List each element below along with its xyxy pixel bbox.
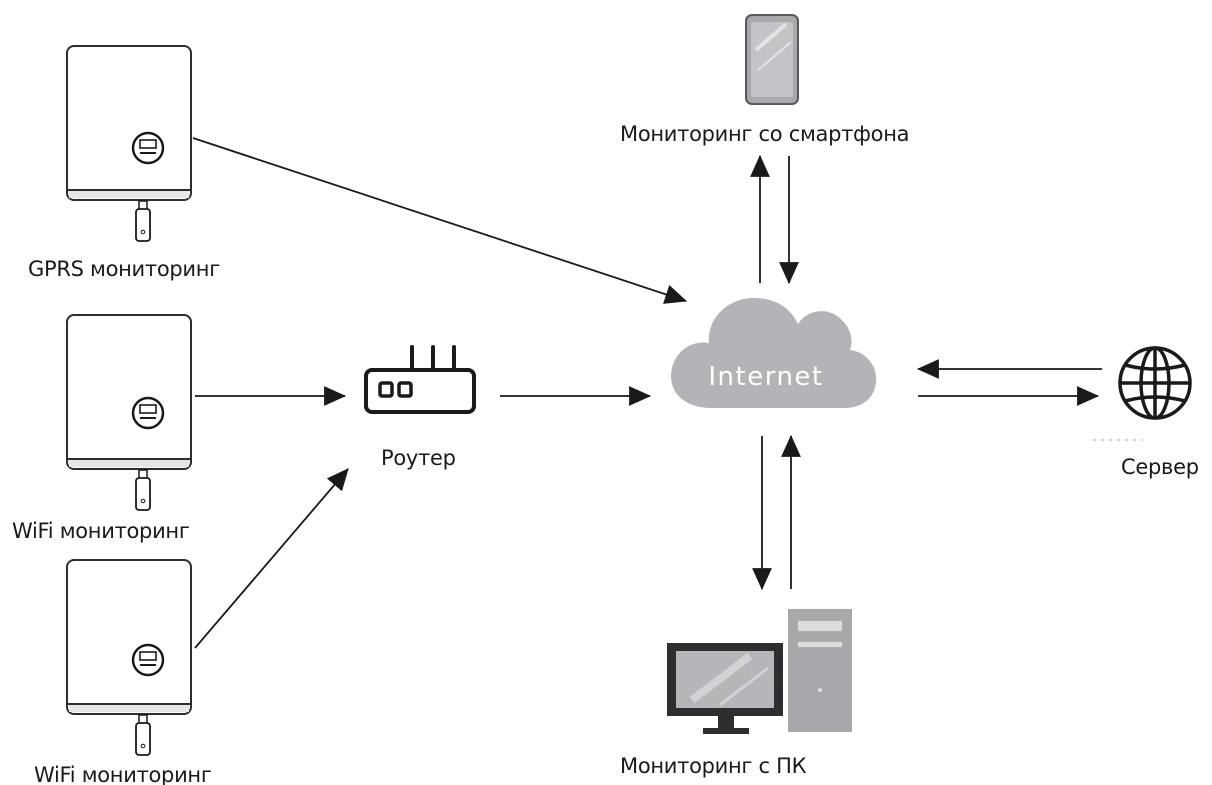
inverter-display-icon [131,643,165,677]
inverter-wifi-2 [66,559,192,756]
inverter-wifi-2-label: WiFi мониторинг [34,763,212,785]
globe-icon [1118,346,1192,420]
inverter-gprs-label: GPRS мониторинг [28,257,220,281]
pc-label: Мониторинг с ПК [620,754,807,778]
server-label: Сервер [1121,455,1199,479]
arrow-wifi2-to-router [194,468,349,649]
inverter-gprs [66,45,192,242]
arrow-gprs-to-internet [192,137,688,304]
monitor-icon [667,643,783,734]
usb-dongle-icon [135,200,151,242]
inverter-display-icon [131,131,165,165]
connectors [192,137,1102,649]
inverter-wifi-1 [66,314,192,511]
pc-tower-icon [788,609,852,732]
inverter-wifi-1-label: WiFi мониторинг [12,519,190,543]
usb-dongle-icon [135,714,151,756]
router-label: Роутер [381,446,456,470]
inverter-display-icon [131,396,165,430]
smartphone-label: Мониторинг со смартфона [620,122,910,146]
cloud-label: Internet [708,362,823,392]
smartphone-icon [745,14,799,105]
internet-cloud: Internet [671,298,877,408]
usb-dongle-icon [135,469,151,511]
router-icon [364,345,476,414]
